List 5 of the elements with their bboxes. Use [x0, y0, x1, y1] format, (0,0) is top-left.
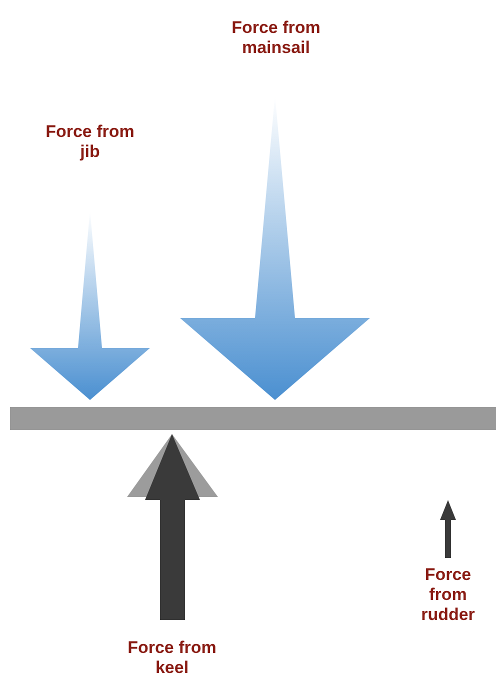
force-label: Force from mainsail: [230, 18, 322, 58]
force-label: Force from keel: [126, 638, 218, 678]
force-label: Force from jib: [44, 122, 136, 162]
force-label: Force from rudder: [420, 565, 476, 625]
beam-bar: [10, 407, 496, 430]
